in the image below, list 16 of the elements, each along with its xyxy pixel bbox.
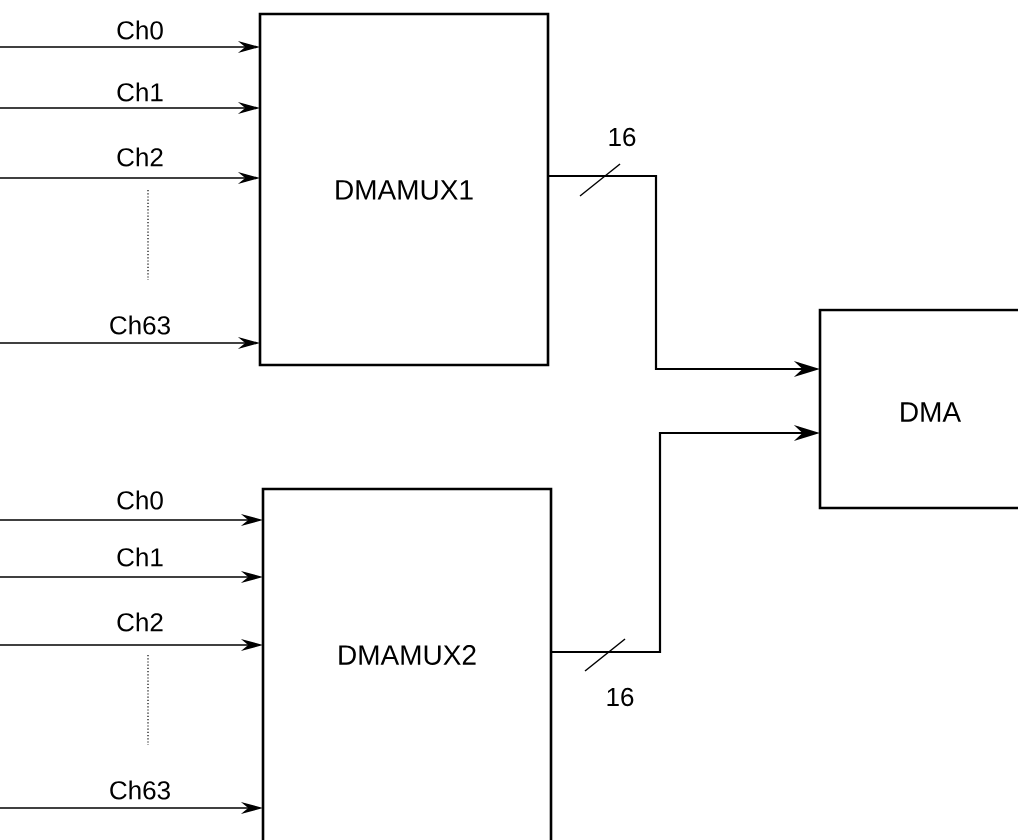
edge-label: Ch2: [115, 146, 165, 168]
block-box: [818, 308, 1018, 510]
block-box: [261, 487, 553, 840]
block-box: [258, 12, 550, 367]
edge-label: Ch1: [115, 81, 165, 103]
edge-label: Ch63: [107, 779, 173, 801]
edge-label: Ch63: [107, 314, 173, 336]
edge-label: Ch1: [115, 546, 165, 568]
edge-label: Ch0: [115, 489, 165, 511]
edge-label: Ch2: [115, 611, 165, 633]
edge-label: 16: [606, 126, 638, 148]
block-label: DMAMUX1: [336, 180, 473, 200]
edge-label: 16: [604, 686, 636, 708]
edge-label: Ch0: [115, 19, 165, 41]
block-label: DMAMUX2: [339, 645, 476, 665]
block-label: DMA: [901, 402, 962, 422]
